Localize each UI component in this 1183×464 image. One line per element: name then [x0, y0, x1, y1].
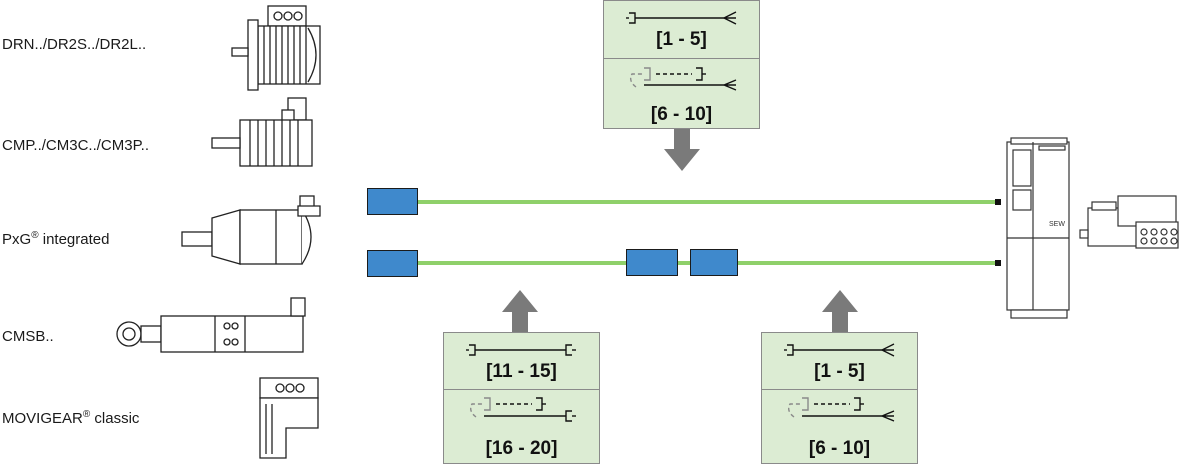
connector-mid-right	[690, 249, 738, 276]
hybrid-extension-cable-icon	[469, 397, 576, 422]
arrow-up-right-icon	[822, 290, 858, 334]
cable-end-upper	[995, 199, 1001, 205]
cable-line-lower-left	[418, 261, 626, 265]
drn-motor-icon	[231, 5, 321, 91]
cable-line-lower-right	[738, 261, 995, 265]
svg-text:SEW: SEW	[1049, 221, 1065, 228]
arrow-up-left-icon	[502, 290, 538, 334]
cmsb-motor-icon	[116, 297, 306, 353]
hybrid-cable-icon	[466, 344, 576, 356]
range-top-a: [1 - 5]	[656, 29, 707, 50]
motor-label-movigear: MOVIGEAR® classic	[2, 409, 140, 427]
cable-panel-bottom-right: [1 - 5] [6 - 10]	[761, 332, 918, 464]
motor-label-cmsb: CMSB..	[2, 328, 54, 345]
extension-cable-icon	[629, 67, 737, 91]
cable-panel-bottom-left: [11 - 15] [16 - 20]	[443, 332, 600, 464]
cmp-motor-icon	[211, 97, 313, 167]
cable-end-lower	[995, 260, 1001, 266]
pxg-motor-icon	[181, 195, 321, 265]
movigear-icon	[259, 377, 319, 459]
connector-motor-lower	[367, 250, 418, 277]
cable-panel-top: [1 - 5] [6 - 10]	[603, 0, 760, 129]
straight-cable-icon-2	[784, 343, 895, 357]
cable-line-lower-mid	[678, 261, 690, 265]
arrow-down-icon	[664, 129, 700, 171]
motor-label-cmp: CMP../CM3C../CM3P..	[2, 137, 149, 154]
range-bottom-right-b: [6 - 10]	[808, 438, 871, 459]
motor-label-drn: DRN../DR2S../DR2L..	[2, 36, 147, 53]
motor-label-pxg: PxG® integrated	[2, 230, 110, 248]
range-top-b: [6 - 10]	[650, 104, 713, 125]
decentralized-unit-icon	[1079, 195, 1179, 249]
range-bottom-right-a: [1 - 5]	[814, 361, 865, 382]
extension-cable-icon-2	[787, 397, 895, 422]
cable-line-upper	[418, 200, 995, 204]
connector-mid-left	[626, 249, 678, 276]
inverter-drive-icon: SEW	[1006, 137, 1070, 319]
range-bottom-left-b: [16 - 20]	[485, 438, 558, 459]
connector-motor-upper	[367, 188, 418, 215]
straight-cable-icon	[626, 11, 737, 25]
range-bottom-left-a: [11 - 15]	[486, 361, 557, 382]
